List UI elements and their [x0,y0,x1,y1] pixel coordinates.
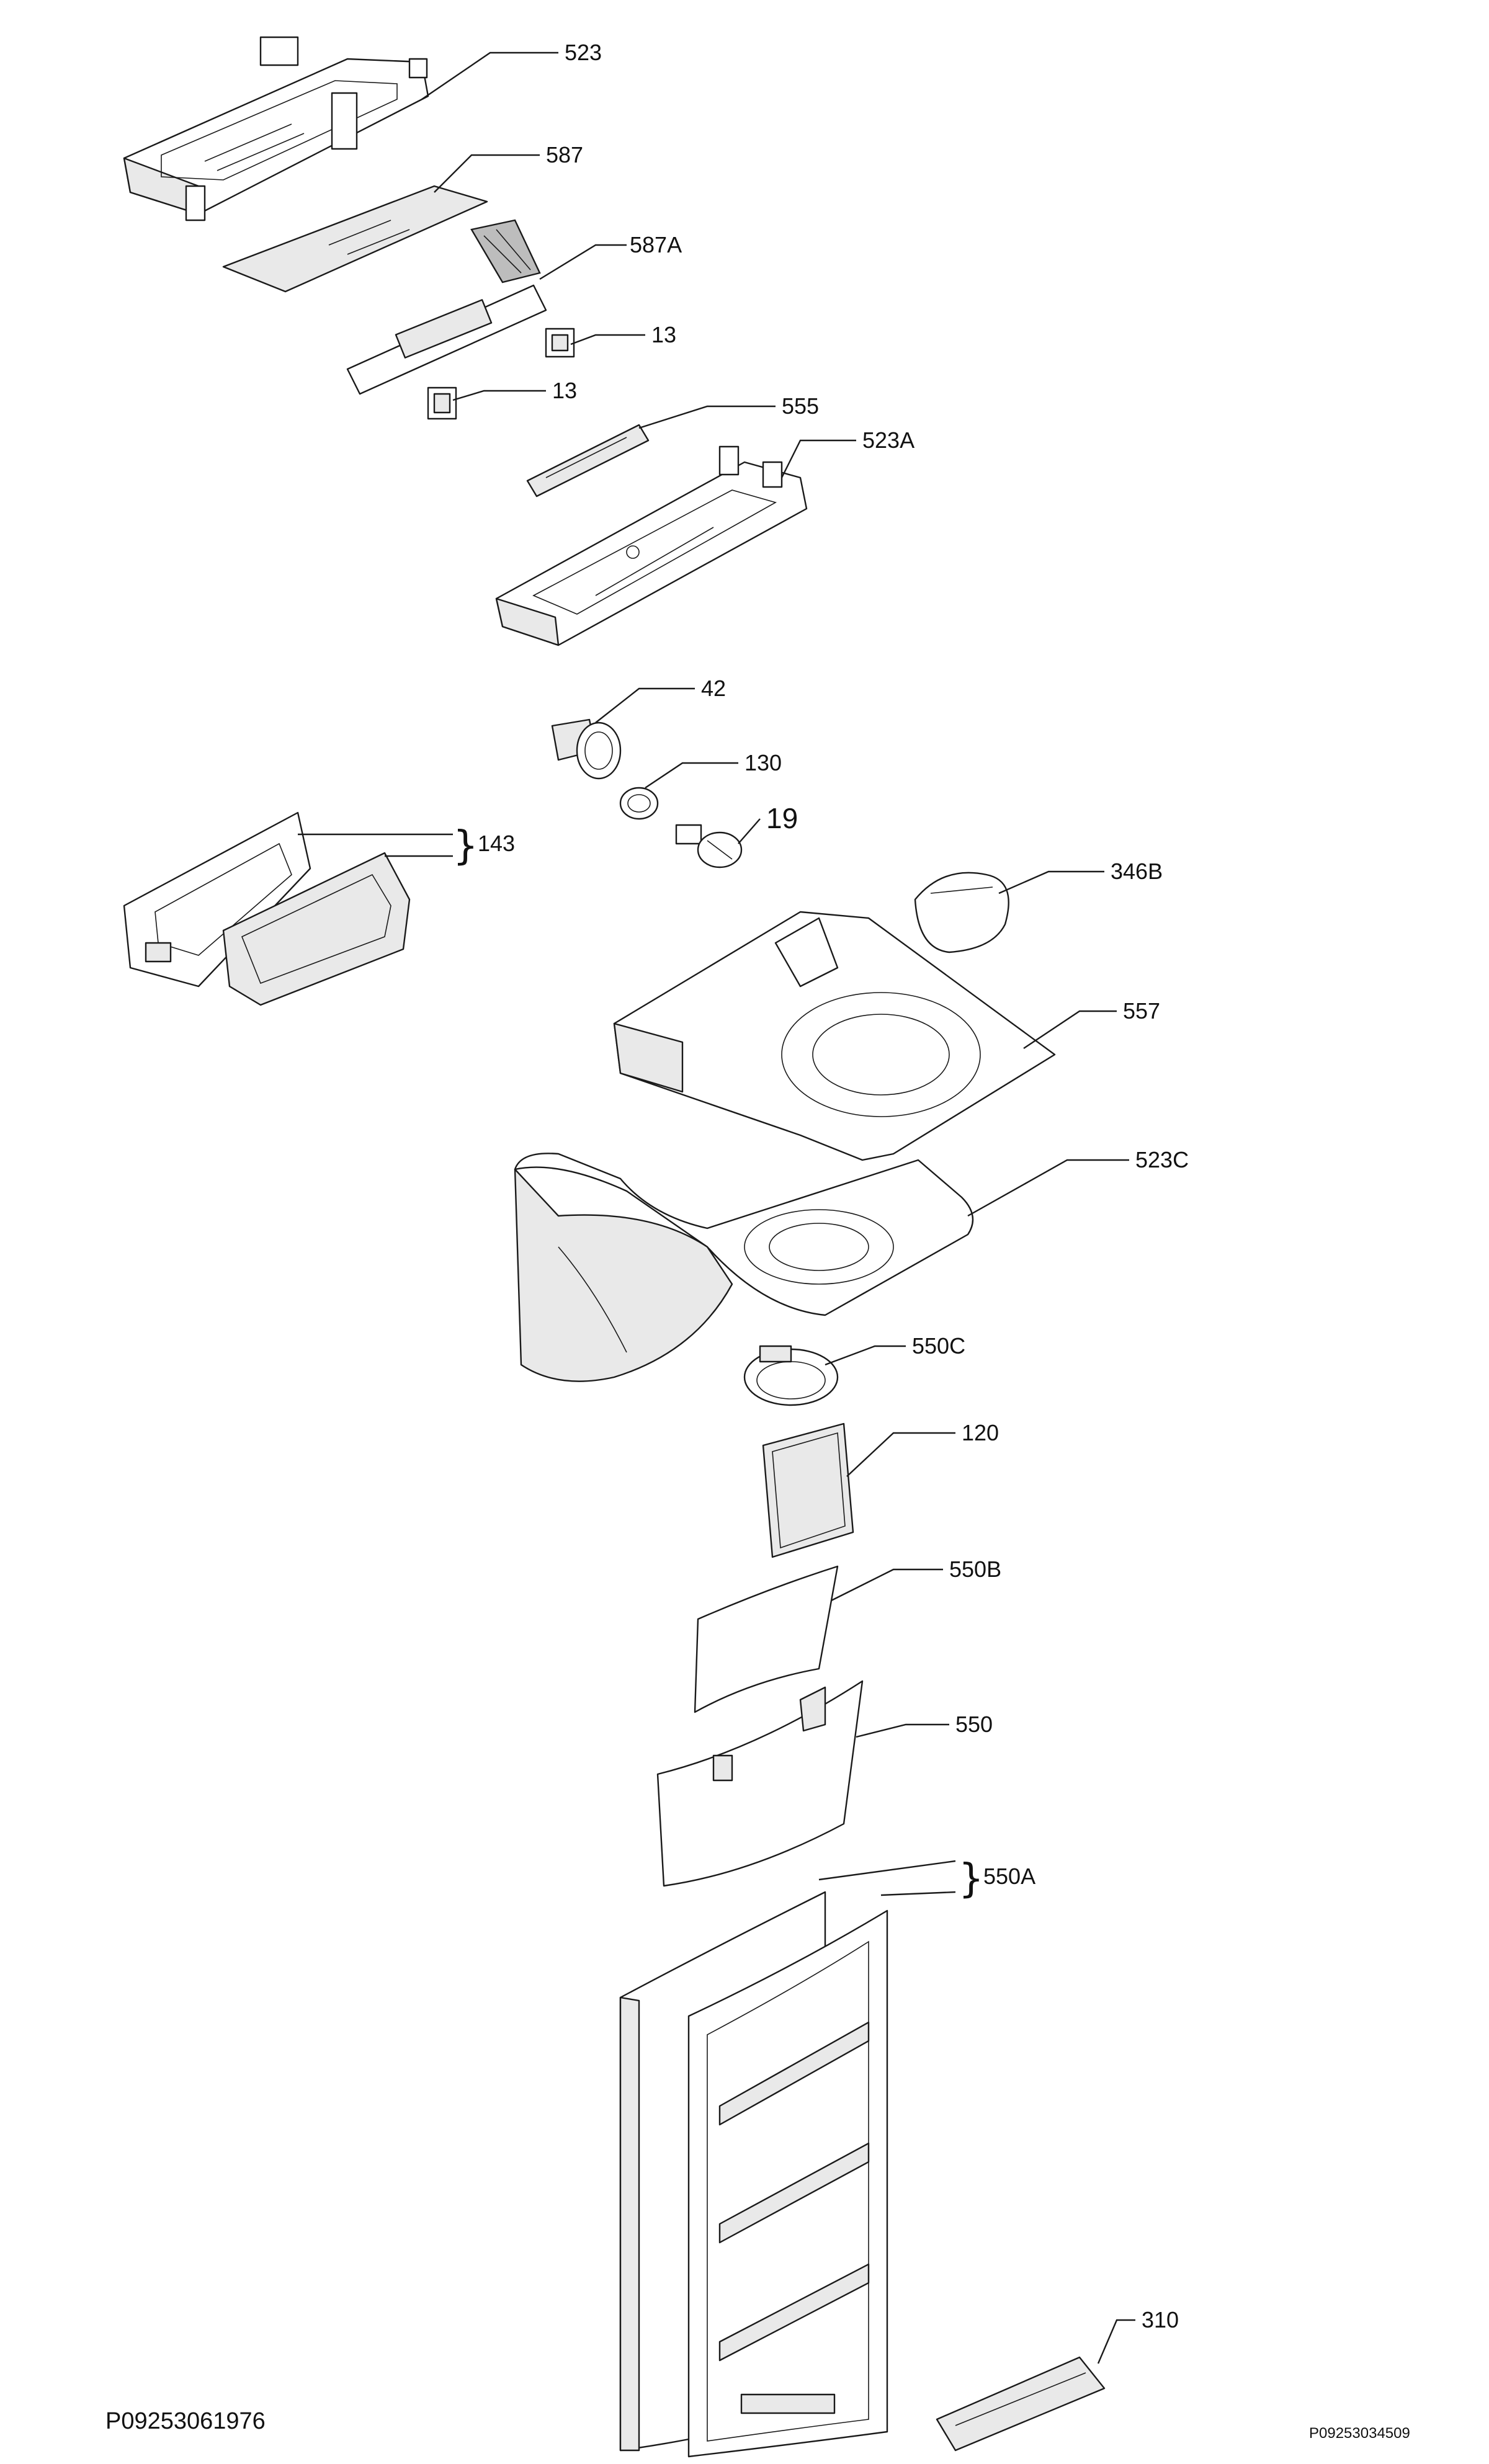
leader-13-left [452,390,546,401]
label-13-right: 13 [651,322,676,347]
label-523: 523 [565,40,602,65]
part-587a-connector-board [346,219,547,395]
label-557: 557 [1123,998,1160,1024]
part-130-socket [619,787,659,820]
leader-587a [539,244,627,280]
part-143-duct-cover [222,852,411,1006]
part-120-filter-pad [762,1422,854,1558]
leader-120 [846,1432,955,1477]
diagram-reference-left: P09253061976 [105,2408,266,2434]
label-346b: 346B [1111,859,1163,884]
leader-523c [967,1159,1129,1217]
part-550-paddle [656,1680,864,1887]
leader-13-right [570,334,645,346]
leader-550a-a [818,1860,956,1881]
label-42: 42 [701,676,726,701]
leader-310 [1097,2319,1135,2364]
label-587: 587 [546,142,583,167]
label-523c: 523C [1135,1147,1189,1172]
part-346b-cap [914,872,1009,953]
part-13-clip-left [427,386,457,420]
part-523-housing [123,36,429,221]
part-523c-funnel [514,1153,974,1382]
part-310-trim [936,2356,1106,2452]
leader-550a-b [880,1891,956,1896]
label-523a: 523A [862,427,914,453]
label-310: 310 [1142,2307,1179,2332]
brace-143: } [453,823,478,869]
label-130: 130 [744,750,782,775]
part-523a-tray [495,445,808,646]
leader-19 [738,818,761,844]
label-555: 555 [782,393,819,419]
brace-550a: } [959,1856,984,1902]
leader-130 [645,762,738,788]
label-120: 120 [962,1420,999,1445]
leader-523a [780,439,856,478]
label-550c: 550C [912,1333,965,1359]
label-13-left: 13 [552,378,577,403]
part-555-module [526,424,650,498]
leader-523 [421,51,558,100]
leader-557 [1023,1010,1117,1049]
label-143: 143 [478,831,515,856]
label-550a: 550A [983,1864,1035,1889]
label-19: 19 [766,802,798,834]
leader-587 [434,154,540,193]
part-550c-ring [743,1345,839,1406]
leader-555 [638,405,776,429]
label-550: 550 [955,1712,993,1737]
part-19-bulb [675,824,743,868]
leader-550 [856,1723,949,1738]
part-42-lamp-holder [551,718,622,780]
leader-550c [825,1345,906,1366]
part-550a-cover [687,1909,888,2458]
label-587a: 587A [630,232,682,257]
label-550b: 550B [949,1556,1001,1582]
part-557-frame [613,911,1056,1161]
leader-346b [998,870,1104,895]
callout-labels: 523 587 587A 13 13 555 523A 42 130 19 } … [453,40,1189,2332]
leader-lines [298,51,1135,2364]
leader-550b [831,1568,943,1602]
diagram-reference-right: P09253034509 [1309,2425,1410,2442]
leader-42 [595,687,695,723]
part-587-pcb [222,185,488,293]
part-550b-flap [694,1565,839,1713]
part-13-clip-right [545,328,575,358]
